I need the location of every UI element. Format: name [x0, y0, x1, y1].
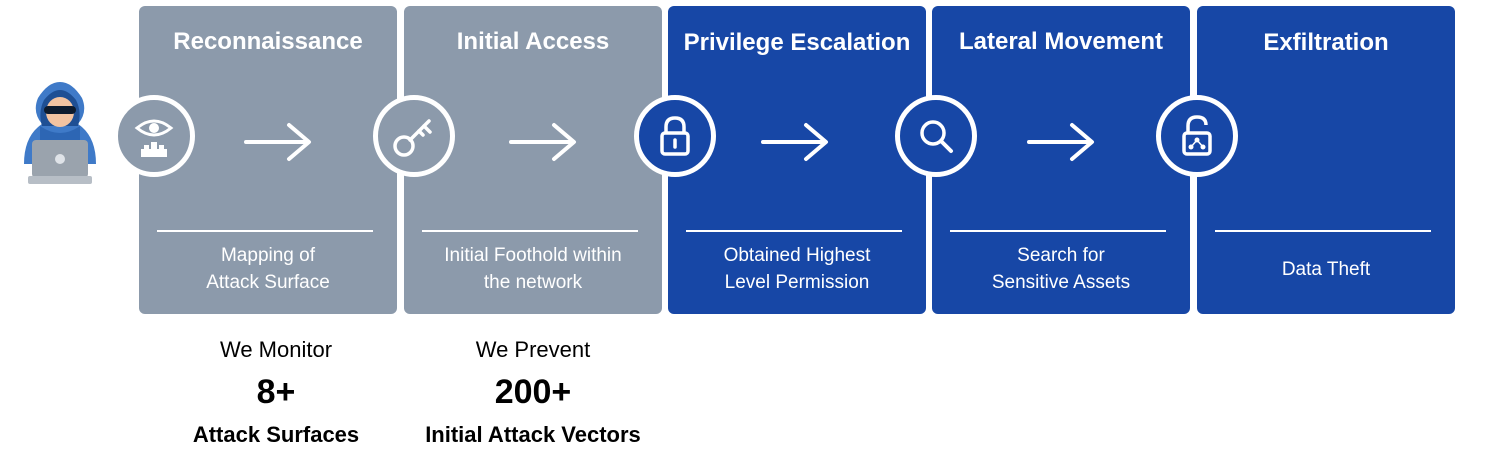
stat-caption: Initial Attack Vectors — [403, 422, 663, 448]
stage-title: Reconnaissance — [139, 28, 397, 56]
arrow-right-icon — [243, 119, 313, 165]
arrow-right-icon — [760, 119, 830, 165]
stage-title: Privilege Escalation — [668, 29, 926, 57]
search-icon — [895, 95, 977, 177]
stat-value: 200+ — [403, 373, 663, 412]
arrow-right-icon — [508, 119, 578, 165]
arrow-right-icon — [1026, 119, 1096, 165]
stage-description: Obtained Highest Level Permission — [668, 242, 926, 296]
stage-description-line: Search for — [932, 242, 1190, 269]
key-icon — [373, 95, 455, 177]
stage-description-line: Data Theft — [1197, 256, 1455, 283]
divider — [686, 230, 902, 232]
stat-monitor: We Monitor 8+ Attack Surfaces — [146, 337, 406, 457]
stage-card-lateral-movement: Lateral Movement Search for Sensitive As… — [932, 6, 1190, 314]
lock-icon — [634, 95, 716, 177]
stage-description-line: Sensitive Assets — [932, 269, 1190, 296]
stage-title: Exfiltration — [1197, 29, 1455, 57]
stat-prevent: We Prevent 200+ Initial Attack Vectors — [403, 337, 663, 457]
divider — [950, 230, 1166, 232]
stage-description-line: Level Permission — [668, 269, 926, 296]
unlock-icon — [1156, 95, 1238, 177]
stage-description-line: Mapping of — [139, 242, 397, 269]
stage-title: Initial Access — [404, 28, 662, 56]
stat-caption: Attack Surfaces — [146, 422, 406, 448]
divider — [157, 230, 373, 232]
hooded-hacker-laptop-icon — [12, 82, 108, 195]
stage-description: Data Theft — [1197, 256, 1455, 283]
stage-description: Mapping of Attack Surface — [139, 242, 397, 296]
stage-description-line: the network — [404, 269, 662, 296]
stat-heading: We Monitor — [146, 337, 406, 363]
stage-description: Initial Foothold within the network — [404, 242, 662, 296]
divider — [1215, 230, 1431, 232]
stage-description-line: Attack Surface — [139, 269, 397, 296]
stage-description-line: Obtained Highest — [668, 242, 926, 269]
stage-card-exfiltration: Exfiltration Data Theft — [1197, 6, 1455, 314]
stat-value: 8+ — [146, 373, 406, 412]
stage-title: Lateral Movement — [932, 28, 1190, 56]
divider — [422, 230, 638, 232]
stat-heading: We Prevent — [403, 337, 663, 363]
stage-description-line: Initial Foothold within — [404, 242, 662, 269]
stage-description: Search for Sensitive Assets — [932, 242, 1190, 296]
eye-icon — [113, 95, 195, 177]
